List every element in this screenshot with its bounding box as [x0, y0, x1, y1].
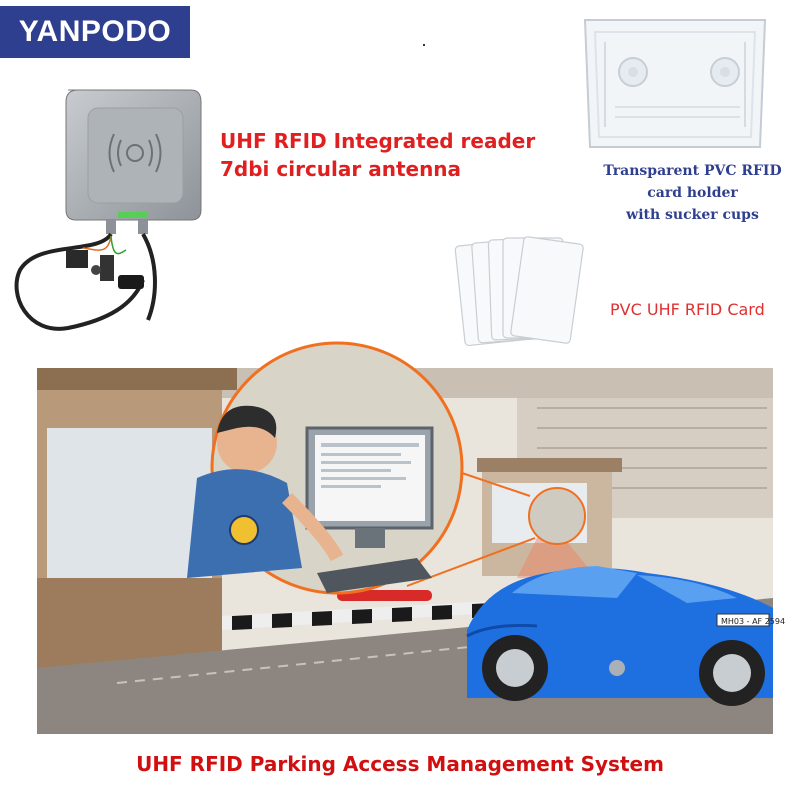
- holder-caption-line1: Transparent PVC RFID card holder: [603, 163, 782, 201]
- card-holder-image: [583, 19, 767, 148]
- parking-scene-illustration: MH03 - AF 2594: [37, 341, 785, 734]
- reader-caption-line2: 7dbi circular antenna: [220, 157, 462, 181]
- reader-caption: UHF RFID Integrated reader 7dbi circular…: [220, 127, 535, 183]
- reader-caption-line1: UHF RFID Integrated reader: [220, 129, 536, 153]
- card-caption: PVC UHF RFID Card: [610, 300, 765, 319]
- system-caption: UHF RFID Parking Access Management Syste…: [136, 752, 664, 776]
- holder-caption: Transparent PVC RFID card holder with su…: [590, 160, 795, 226]
- license-plate: MH03 - AF 2594: [721, 617, 785, 626]
- rfid-cards-image: [454, 236, 584, 347]
- speck: [423, 44, 425, 46]
- rfid-reader-image: [14, 89, 202, 331]
- holder-caption-line2: with sucker cups: [626, 207, 759, 223]
- brand-logo: YANPODO: [0, 6, 190, 58]
- brand-name: YANPODO: [18, 15, 172, 48]
